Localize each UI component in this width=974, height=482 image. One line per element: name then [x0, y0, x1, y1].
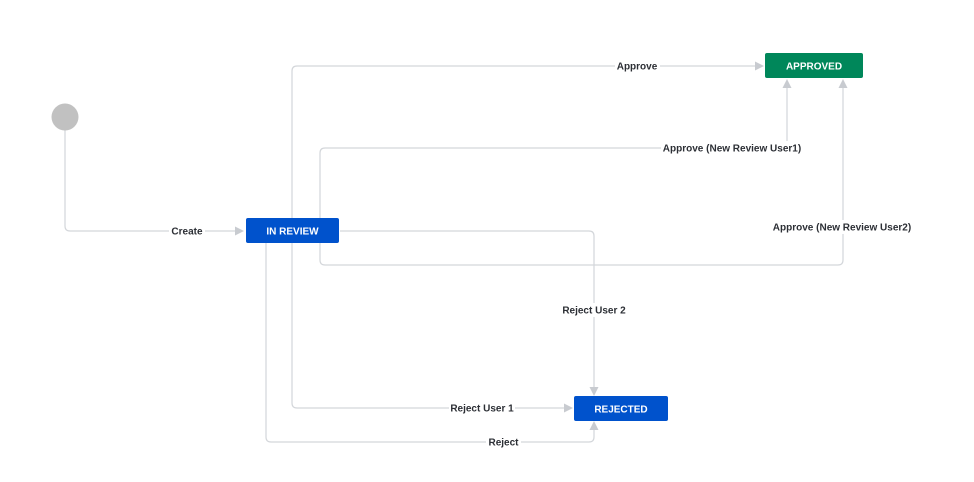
edge-reject-user2[interactable] [340, 230, 599, 396]
arrowhead [838, 79, 848, 88]
arrowhead [235, 226, 244, 236]
label-approve-user2-text: Approve (New Review User2) [773, 223, 911, 234]
status-rejected-box [574, 396, 668, 421]
status-rejected-label: REJECTED [594, 405, 647, 416]
label-reject-user1[interactable]: Reject User 1 [449, 401, 515, 415]
arrowhead [782, 79, 792, 88]
label-reject[interactable]: Reject [486, 435, 521, 449]
label-approve-user1-text: Approve (New Review User1) [663, 144, 801, 155]
arrowhead [589, 387, 599, 396]
label-create[interactable]: Create [169, 224, 205, 238]
edge-approve[interactable] [291, 61, 764, 219]
status-rejected[interactable]: REJECTED [574, 396, 668, 421]
label-approve-user2[interactable]: Approve (New Review User2) [771, 220, 913, 234]
label-approve[interactable]: Approve [615, 59, 660, 73]
edge-approve-user2[interactable] [319, 79, 848, 266]
label-approve-user1[interactable]: Approve (New Review User1) [661, 141, 803, 155]
status-approved-box [765, 53, 863, 78]
status-in-review-label: IN REVIEW [266, 227, 319, 238]
edge-reject[interactable] [265, 243, 599, 443]
arrowhead [589, 421, 599, 430]
label-reject-text: Reject [488, 438, 519, 449]
label-reject-user2[interactable]: Reject User 2 [561, 303, 627, 317]
status-approved[interactable]: APPROVED [765, 53, 863, 78]
label-create-text: Create [171, 227, 203, 238]
label-approve-text: Approve [617, 62, 658, 73]
edge-create[interactable] [64, 130, 244, 236]
status-in-review-box [246, 218, 339, 243]
edge-reject-user1[interactable] [291, 243, 573, 413]
label-reject-user1-text: Reject User 1 [450, 404, 514, 415]
status-in-review[interactable]: IN REVIEW [246, 218, 339, 243]
arrowhead [564, 403, 573, 413]
arrowhead [755, 61, 764, 71]
start-node[interactable] [51, 103, 79, 131]
status-approved-label: APPROVED [786, 62, 842, 73]
label-reject-user2-text: Reject User 2 [562, 306, 626, 317]
